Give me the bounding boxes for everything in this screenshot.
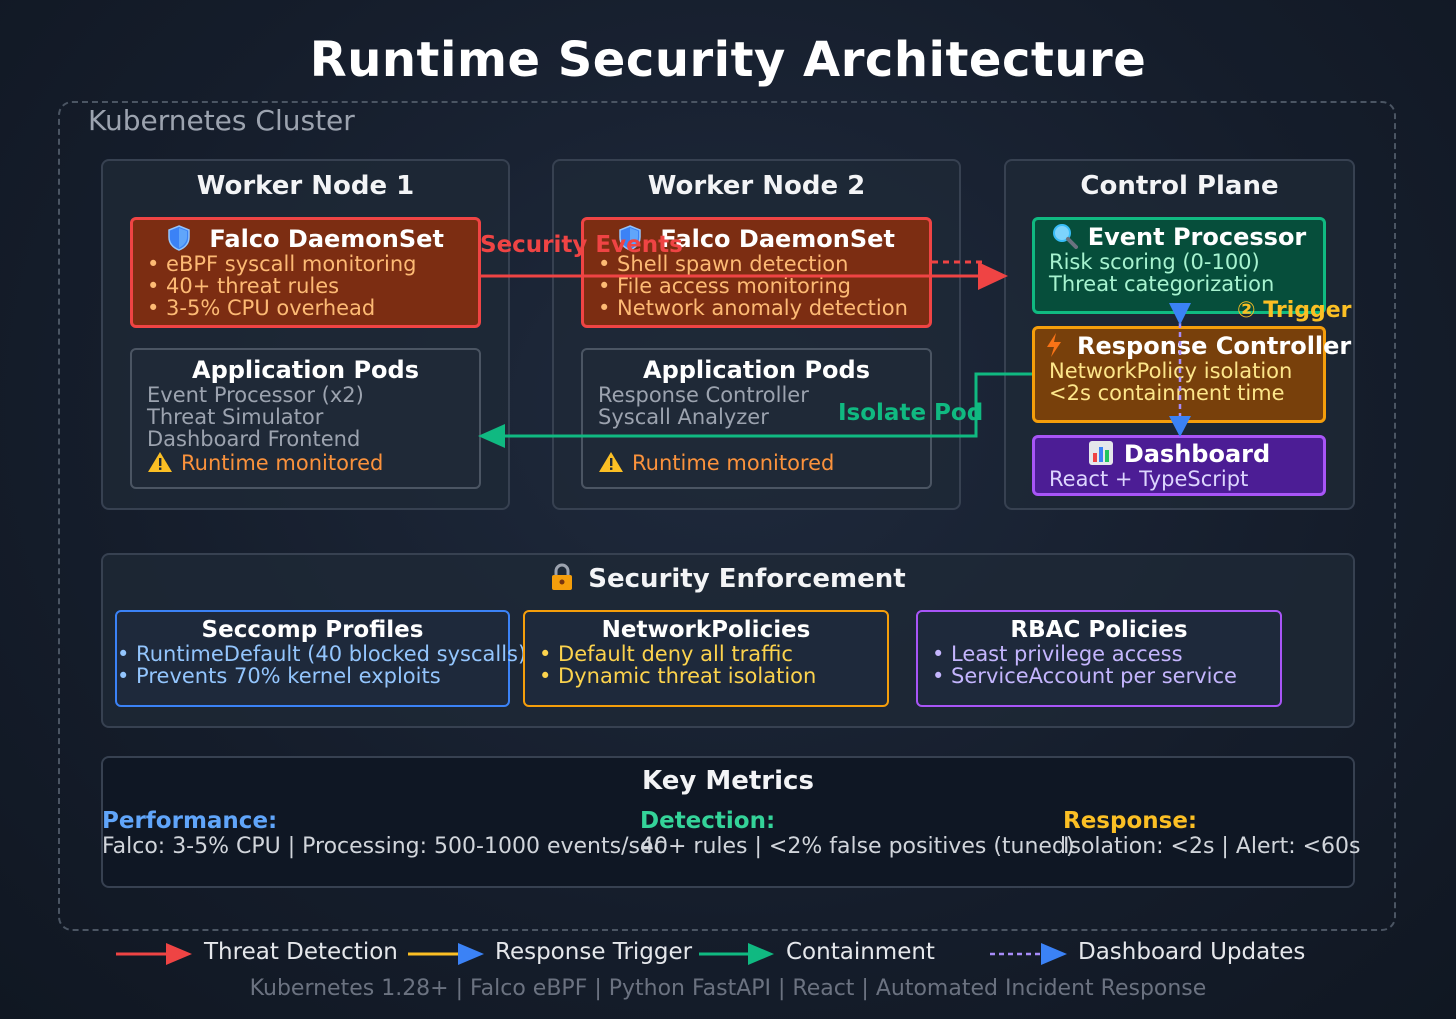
rbac-policies-box: RBAC Policies • Least privilege access •… [916, 610, 1282, 707]
legend-containment: Containment [786, 939, 935, 965]
networkpolicies-line: • Default deny all traffic [539, 642, 793, 666]
application-pods-2: Application Pods Response Controller Sys… [581, 348, 932, 489]
containment-arrow [478, 372, 1032, 448]
apps-2-line: Syscall Analyzer [598, 405, 769, 429]
metric-detection-text: 40+ rules | <2% false positives (tuned) [640, 834, 1075, 859]
key-metrics-title: Key Metrics [642, 766, 814, 796]
edge-label-security-events: Security Events [480, 232, 683, 258]
magnifier-icon [1052, 223, 1088, 251]
networkpolicies-box: NetworkPolicies • Default deny all traff… [523, 610, 889, 707]
metric-performance: Performance: Falco: 3-5% CPU | Processin… [102, 808, 666, 859]
kubernetes-cluster-boundary [58, 101, 1396, 931]
metric-performance-text: Falco: 3-5% CPU | Processing: 500-1000 e… [102, 834, 666, 859]
legend-threat-detection: Threat Detection [204, 939, 398, 965]
falco-daemonset-1: Falco DaemonSet • eBPF syscall monitorin… [130, 217, 481, 328]
metric-response: Response: Isolation: <2s | Alert: <60s [1063, 808, 1361, 859]
edge-label-isolate-pod: Isolate Pod [838, 400, 984, 426]
event-processor-title: Event Processor [1087, 223, 1307, 251]
apps-1-title: Application Pods [192, 356, 419, 384]
legend-swatches [116, 943, 1067, 965]
rbac-title: RBAC Policies [1010, 617, 1188, 643]
seccomp-title: Seccomp Profiles [201, 617, 424, 643]
chart-icon [1088, 440, 1124, 468]
legend-response-trigger: Response Trigger [495, 939, 693, 965]
apps-1-status: Runtime monitored [181, 451, 384, 475]
metric-response-text: Isolation: <2s | Alert: <60s [1063, 834, 1361, 859]
seccomp-profiles-box: Seccomp Profiles • RuntimeDefault (40 bl… [115, 610, 527, 707]
falco-2-line: • Shell spawn detection [598, 252, 849, 276]
edge-label-trigger: ② Trigger [1237, 298, 1352, 323]
legend-threat-detection-swatch [116, 943, 192, 965]
cluster-label: Kubernetes Cluster [88, 104, 355, 137]
diagram-title: Runtime Security Architecture [309, 32, 1147, 88]
event-processor-box: Event Processor Risk scoring (0-100) Thr… [1032, 217, 1326, 314]
dashboard-box: Dashboard React + TypeScript [1032, 435, 1326, 496]
application-pods-1: Application Pods Event Processor (x2) Th… [130, 348, 481, 489]
rbac-line: • ServiceAccount per service [932, 664, 1237, 688]
dashboard-title: Dashboard [1123, 440, 1271, 468]
falco-2-title: Falco DaemonSet [660, 225, 895, 253]
event-processor-line: Threat categorization [1049, 272, 1275, 296]
seccomp-line: • Prevents 70% kernel exploits [117, 664, 441, 688]
apps-2-line: Response Controller [598, 383, 809, 407]
event-processor-line: Risk scoring (0-100) [1049, 250, 1260, 274]
metric-response-label: Response: [1063, 808, 1198, 834]
legend-containment-swatch [699, 943, 774, 965]
legend-dashboard-updates: Dashboard Updates [1078, 939, 1306, 965]
falco-1-title: Falco DaemonSet [209, 225, 444, 253]
apps-2-title: Application Pods [643, 356, 870, 384]
shield-icon [167, 225, 209, 253]
apps-1-line: Event Processor (x2) [147, 383, 364, 407]
falco-2-line: • Network anomaly detection [598, 296, 908, 320]
footer-tech-stack: Kubernetes 1.28+ | Falco eBPF | Python F… [249, 976, 1207, 1001]
threat-detection-arrow [481, 260, 1008, 290]
falco-2-line: • File access monitoring [598, 274, 851, 298]
networkpolicies-title: NetworkPolicies [601, 617, 811, 643]
falco-1-line: • eBPF syscall monitoring [147, 252, 417, 276]
falco-1-line: • 3-5% CPU overhead [147, 296, 376, 320]
response-trigger-arrow [1169, 303, 1191, 437]
lock-icon [550, 563, 588, 594]
shield-icon [618, 225, 660, 253]
legend-response-trigger-swatch [408, 943, 484, 965]
lightning-icon [1045, 332, 1077, 360]
worker-node-1-title: Worker Node 1 [196, 171, 415, 201]
key-metrics-panel [101, 756, 1355, 888]
worker-node-2-title: Worker Node 2 [647, 171, 866, 201]
metric-detection-label: Detection: [640, 808, 776, 834]
control-plane-title: Control Plane [1080, 171, 1279, 201]
rbac-line: • Least privilege access [932, 642, 1183, 666]
security-enforcement-title: Security Enforcement [588, 564, 906, 594]
warning-icon [598, 451, 632, 475]
apps-1-line: Dashboard Frontend [147, 427, 361, 451]
dashboard-line: React + TypeScript [1049, 467, 1249, 491]
apps-1-line: Threat Simulator [147, 405, 324, 429]
response-controller-line: <2s containment time [1049, 381, 1285, 405]
falco-daemonset-2: Falco DaemonSet • Shell spawn detection … [581, 217, 932, 328]
metric-performance-label: Performance: [102, 808, 278, 834]
falco-1-line: • 40+ threat rules [147, 274, 340, 298]
metric-detection: Detection: 40+ rules | <2% false positiv… [640, 808, 1075, 859]
warning-icon [147, 451, 181, 475]
seccomp-line: • RuntimeDefault (40 blocked syscalls) [117, 642, 527, 666]
networkpolicies-line: • Dynamic threat isolation [539, 664, 817, 688]
response-controller-line: NetworkPolicy isolation [1049, 359, 1293, 383]
apps-2-status: Runtime monitored [632, 451, 835, 475]
response-controller-title: Response Controller [1077, 332, 1352, 360]
legend-dashboard-updates-swatch [990, 943, 1067, 965]
